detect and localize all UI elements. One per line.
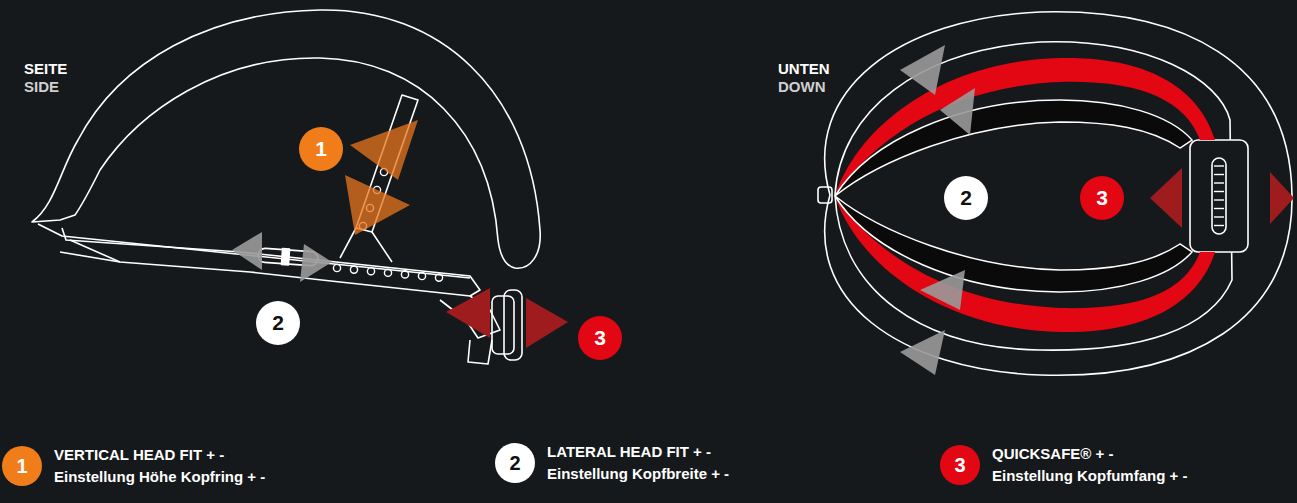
feature-description: Einstellung Kopfbreite + -: [547, 463, 729, 485]
callout-number: 1: [2, 446, 42, 486]
callout-number: 1: [299, 127, 343, 171]
view-label: DOWN: [778, 78, 826, 96]
callout-number: 3: [940, 445, 980, 485]
view-label: SIDE: [24, 78, 59, 96]
callout-number: 2: [495, 443, 535, 483]
feature-description: Einstellung Kopfumfang + -: [992, 465, 1187, 487]
callout-circle: 3: [578, 316, 622, 360]
legend-text: VERTICAL HEAD FIT + -Einstellung Höhe Ko…: [54, 444, 265, 488]
legend-item: 3 QUICKSAFE® + -Einstellung Kopfumfang + …: [940, 443, 1187, 487]
feature-name: QUICKSAFE® + -: [992, 443, 1187, 465]
callout-number: 3: [1080, 176, 1124, 220]
legend-item: 2 LATERAL HEAD FIT + -Einstellung Kopfbre…: [495, 441, 729, 485]
callout-circle: 3: [1080, 176, 1124, 220]
feature-description: Einstellung Höhe Kopfring + -: [54, 466, 265, 488]
callout-number: 2: [256, 301, 300, 345]
view-label: SEITE: [24, 60, 67, 78]
view-label: UNTEN: [778, 60, 830, 78]
callout-number: 3: [578, 316, 622, 360]
callout-circle: 1: [299, 127, 343, 171]
legend-text: LATERAL HEAD FIT + -Einstellung Kopfbrei…: [547, 441, 729, 485]
legend-item: 1 VERTICAL HEAD FIT + -Einstellung Höhe K…: [2, 444, 265, 488]
legend-text: QUICKSAFE® + -Einstellung Kopfumfang + -: [992, 443, 1187, 487]
feature-name: LATERAL HEAD FIT + -: [547, 441, 729, 463]
callout-number: 2: [944, 176, 988, 220]
feature-name: VERTICAL HEAD FIT + -: [54, 444, 265, 466]
callout-circle: 2: [944, 176, 988, 220]
callout-circle: 2: [256, 301, 300, 345]
